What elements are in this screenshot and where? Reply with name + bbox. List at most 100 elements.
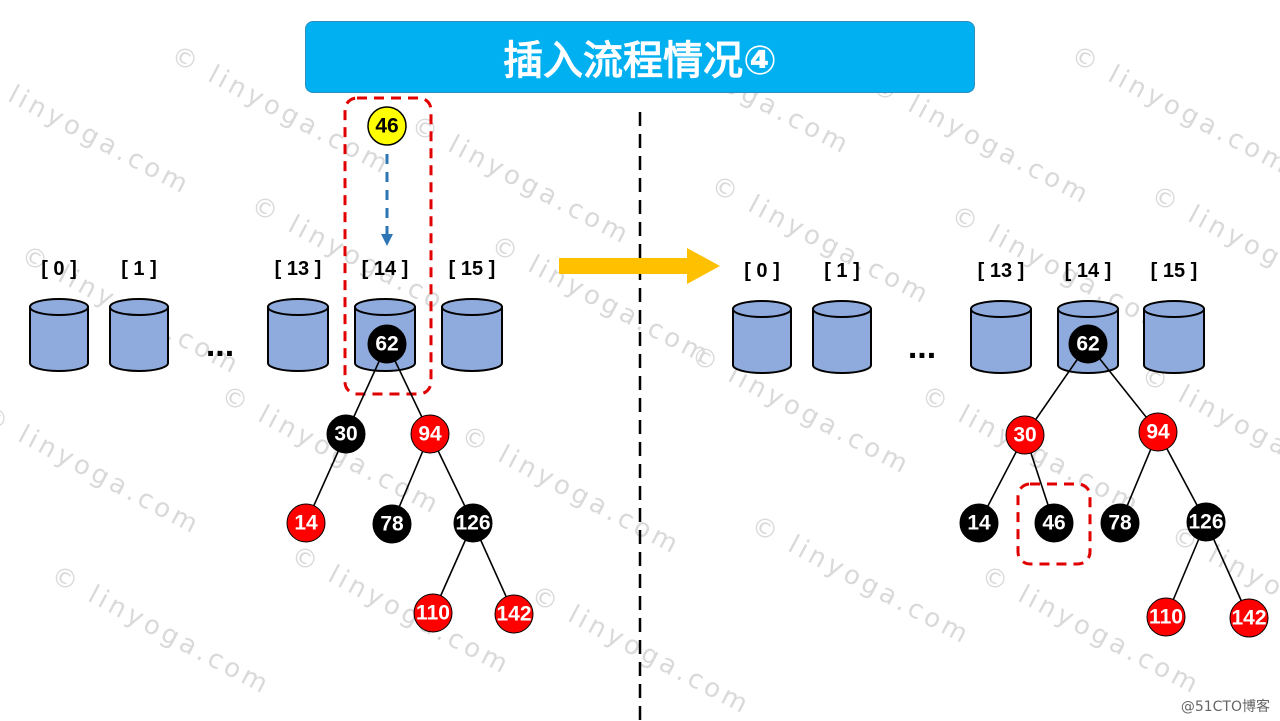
node-value: 94 (1146, 421, 1170, 444)
bucket-top (441, 298, 503, 316)
insert-direction-arrow (381, 154, 393, 246)
bucket-2 (267, 298, 329, 372)
node-value: 78 (1108, 512, 1132, 535)
bucket-index-label: [ 15 ] (1150, 260, 1198, 282)
bucket-body (1143, 308, 1205, 374)
bucket-body (109, 306, 169, 372)
inserting-node: 46 (367, 106, 407, 146)
node-value: 110 (1149, 606, 1183, 629)
tree-node-126: 126 (453, 503, 493, 543)
node-circle (1068, 324, 1108, 364)
tree-node-142: 142 (1229, 598, 1269, 638)
bucket-top (812, 300, 872, 318)
page-title: 插入流程情况④ (503, 38, 777, 84)
credit-text: @51CTO博客 (1180, 699, 1270, 715)
tree-node-14: 14 (286, 503, 326, 543)
bucket-top (1143, 300, 1205, 318)
tree-node-14: 14 (959, 503, 999, 543)
node-value: 142 (1231, 607, 1266, 630)
node-value: 46 (375, 115, 398, 138)
node-circle (959, 503, 999, 543)
bucket-body (970, 308, 1032, 374)
bucket-body (812, 308, 872, 374)
node-circle (1138, 412, 1178, 452)
tree-node-126: 126 (1186, 502, 1226, 542)
bucket-index-label: [ 15 ] (448, 258, 496, 280)
bucket-top (29, 298, 89, 316)
node-circle (1186, 502, 1226, 542)
node-circle (1229, 598, 1269, 638)
new-node-highlight-box (1016, 482, 1092, 566)
bucket-top (970, 300, 1032, 318)
ellipsis-text: ... (206, 326, 234, 364)
node-circle (286, 503, 326, 543)
bucket-index-label: [ 1 ] (121, 258, 157, 280)
bucket-body (732, 308, 792, 374)
node-circle (413, 593, 453, 633)
bucket-2 (970, 300, 1032, 374)
node-value: 126 (455, 512, 490, 535)
node-value: 126 (1188, 511, 1223, 534)
tree-node-62: 62 (1068, 324, 1108, 364)
bucket-1 (109, 298, 169, 372)
node-value: 30 (1013, 424, 1036, 447)
node-circle (367, 324, 407, 364)
transition-arrow (559, 248, 720, 284)
bucket-index-label: [ 1 ] (824, 260, 860, 282)
bucket-top (354, 298, 416, 316)
bucket-top (1057, 300, 1119, 318)
bucket-body (441, 306, 503, 372)
node-value: 78 (380, 513, 404, 536)
node-value: 142 (496, 603, 531, 626)
node-value: 110 (416, 602, 450, 625)
tree-node-78: 78 (1100, 503, 1140, 543)
tree-node-142: 142 (494, 594, 534, 634)
ellipsis-text: ... (908, 328, 936, 366)
bucket-top (267, 298, 329, 316)
bucket-index-label: [ 13 ] (274, 258, 322, 280)
tree-node-30: 30 (326, 414, 366, 454)
tree-node-78: 78 (372, 504, 412, 544)
bucket-body (267, 306, 329, 372)
bucket-top (732, 300, 792, 318)
node-circle (1005, 415, 1045, 455)
title-banner: 插入流程情况④ (305, 21, 975, 93)
bucket-index-label: [ 14 ] (1064, 260, 1112, 282)
tree-node-62: 62 (367, 324, 407, 364)
node-value: 30 (334, 423, 357, 446)
node-value: 14 (967, 512, 991, 535)
node-value: 14 (294, 512, 318, 535)
bucket-index-label: [ 14 ] (361, 258, 409, 280)
node-circle (326, 414, 366, 454)
bucket-4 (441, 298, 503, 372)
bucket-top (109, 298, 169, 316)
tree-node-46: 46 (1034, 503, 1074, 543)
bucket-4 (1143, 300, 1205, 374)
node-value: 62 (1076, 333, 1099, 356)
tree-node-110: 110 (413, 593, 453, 633)
tree-node-110: 110 (1146, 597, 1186, 637)
bucket-body (29, 306, 89, 372)
node-circle (453, 503, 493, 543)
bucket-0 (732, 300, 792, 374)
node-circle (410, 414, 450, 454)
node-circle (372, 504, 412, 544)
node-circle (1146, 597, 1186, 637)
tree-node-94: 94 (1138, 412, 1178, 452)
bucket-index-label: [ 0 ] (744, 260, 780, 282)
tree-node-30: 30 (1005, 415, 1045, 455)
node-value: 46 (1042, 512, 1065, 535)
bucket-index-label: [ 13 ] (977, 260, 1025, 282)
bucket-0 (29, 298, 89, 372)
bucket-1 (812, 300, 872, 374)
node-circle (1034, 503, 1074, 543)
tree-node-94: 94 (410, 414, 450, 454)
node-circle (494, 594, 534, 634)
node-circle (367, 106, 407, 146)
bucket-index-label: [ 0 ] (41, 258, 77, 280)
node-value: 62 (375, 333, 398, 356)
node-value: 94 (418, 423, 442, 446)
node-circle (1100, 503, 1140, 543)
